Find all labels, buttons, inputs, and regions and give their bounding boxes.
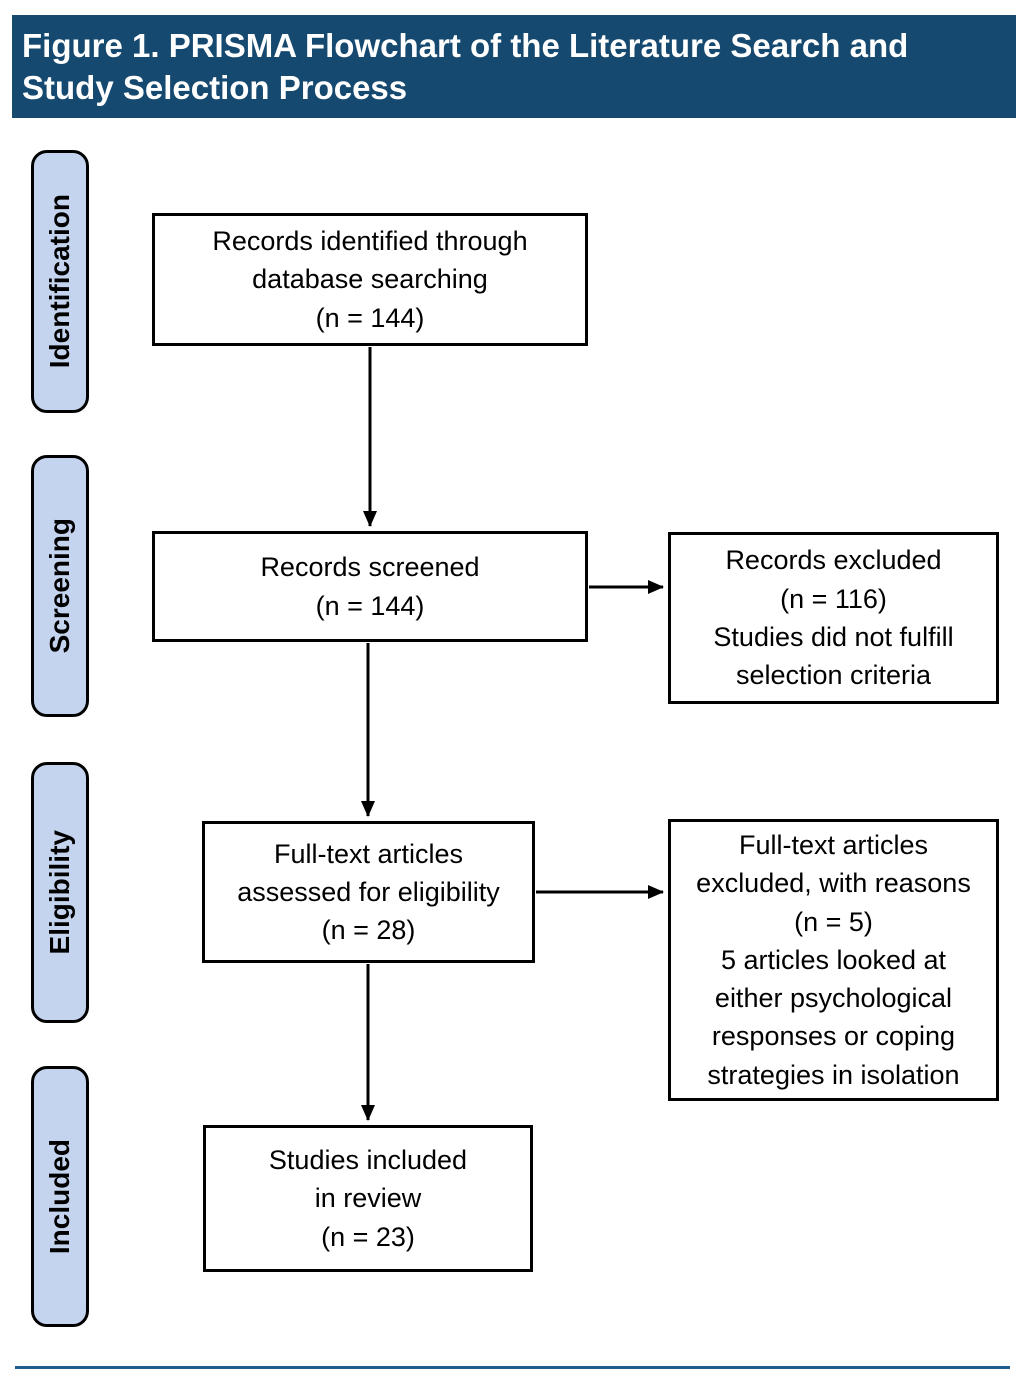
box-text-line: assessed for eligibility — [237, 876, 500, 907]
box-text-line: Studies did not fulfill — [713, 622, 954, 652]
box-records-excluded: Records excluded (n = 116) Studies did n… — [668, 532, 999, 704]
box-text-line: 5 articles looked at — [720, 944, 947, 975]
box-text-line: responses or coping — [711, 1021, 956, 1052]
box-text-line: (n = 28) — [321, 915, 416, 946]
stage-label-text: Identification — [44, 194, 75, 369]
box-text-line: (n = 23) — [321, 1221, 415, 1252]
box-text-line: Full-text articles — [273, 838, 464, 869]
box-text-line: either psychological — [714, 983, 953, 1014]
box-text-line: strategies in isolation — [707, 1059, 960, 1090]
box-text-line: (n = 144) — [315, 302, 425, 333]
stage-label-included: Included — [31, 1066, 89, 1327]
box-text-line: database searching — [252, 264, 488, 295]
box-text-line: (n = 144) — [315, 590, 425, 621]
box-text-line: in review — [314, 1183, 422, 1214]
box-text-line: (n = 116) — [780, 583, 887, 614]
box-text-line: Records identified through — [212, 226, 528, 256]
box-text-line: (n = 5) — [794, 906, 873, 937]
box-records-screened: Records screened (n = 144) — [152, 531, 588, 642]
stage-label-text: Included — [44, 1138, 75, 1255]
box-fulltext-assessed: Full-text articles assessed for eligibil… — [202, 821, 535, 963]
box-text-line: Records excluded — [725, 545, 942, 576]
box-text-line: Studies included — [268, 1145, 468, 1175]
box-text-line: excluded, with reasons — [696, 868, 971, 899]
box-text-line: Full-text articles — [738, 829, 929, 860]
stage-label-screening: Screening — [31, 455, 89, 717]
box-text-line: selection criteria — [735, 660, 932, 691]
box-studies-included: Studies included in review (n = 23) — [203, 1125, 533, 1272]
bottom-divider — [15, 1366, 1010, 1369]
figure-title: Figure 1. PRISMA Flowchart of the Litera… — [12, 15, 1016, 118]
box-fulltext-excluded: Full-text articles excluded, with reason… — [668, 819, 999, 1101]
stage-label-eligibility: Eligibility — [31, 762, 89, 1023]
stage-label-identification: Identification — [31, 150, 89, 413]
box-text-line: Records screened — [260, 552, 480, 583]
box-records-identified: Records identified through database sear… — [152, 213, 588, 346]
stage-label-text: Eligibility — [44, 830, 75, 955]
stage-label-text: Screening — [44, 518, 75, 654]
